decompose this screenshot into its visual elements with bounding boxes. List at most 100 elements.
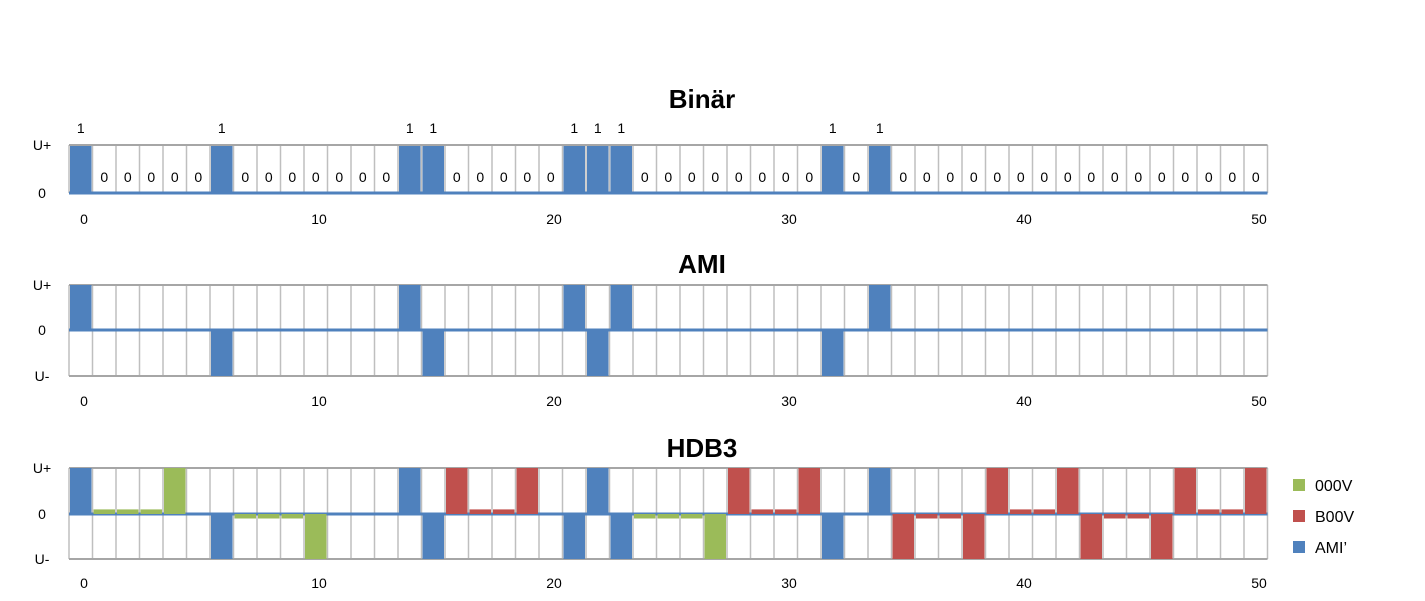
binar-x-tick: 50 bbox=[1251, 211, 1267, 227]
hdb3-pulse-bar bbox=[610, 514, 632, 559]
ami-level-label: U- bbox=[35, 368, 50, 384]
binar-bit-label: 0 bbox=[1064, 169, 1072, 185]
binar-bit-label: 0 bbox=[1252, 169, 1260, 185]
binar-bit-label: 0 bbox=[688, 169, 696, 185]
hdb3-pulse-bar bbox=[587, 468, 609, 514]
hdb3-pulse-bar bbox=[1221, 509, 1243, 514]
binar-bit-label: 0 bbox=[664, 169, 672, 185]
binar-level-label: 0 bbox=[38, 185, 46, 201]
ami-pulse-bar bbox=[869, 285, 891, 330]
hdb3-pulse-bar bbox=[117, 509, 139, 514]
binar-bit-label: 0 bbox=[641, 169, 649, 185]
binar-bit-one-bar bbox=[822, 146, 844, 193]
binar-bit-label: 0 bbox=[782, 169, 790, 185]
ami-pulse-bar bbox=[587, 330, 609, 376]
ami-pulse-bar bbox=[211, 330, 233, 376]
binar-bit-label: 1 bbox=[429, 120, 437, 136]
binar-bit-label: 0 bbox=[735, 169, 743, 185]
legend-label: B00V bbox=[1315, 509, 1354, 526]
binar-bit-label: 0 bbox=[899, 169, 907, 185]
binar-bit-label: 0 bbox=[946, 169, 954, 185]
binar-bit-label: 0 bbox=[970, 169, 978, 185]
hdb3-pulse-bar bbox=[422, 514, 444, 559]
binar-bit-label: 0 bbox=[993, 169, 1001, 185]
hdb3-pulse-bar bbox=[399, 468, 421, 514]
hdb3-pulse-bar bbox=[281, 514, 303, 519]
hdb3-x-tick: 50 bbox=[1251, 575, 1267, 591]
legend-swatch bbox=[1293, 479, 1305, 491]
hdb3-title: HDB3 bbox=[667, 433, 738, 463]
binar-title: Binär bbox=[669, 84, 735, 114]
binar-bit-label: 0 bbox=[1181, 169, 1189, 185]
binar-bit-label: 0 bbox=[1228, 169, 1236, 185]
binar-bit-label: 1 bbox=[77, 120, 85, 136]
hdb3-x-tick: 10 bbox=[311, 575, 327, 591]
binar-bit-label: 0 bbox=[500, 169, 508, 185]
binar-bit-label: 0 bbox=[312, 169, 320, 185]
ami-pulse-bar bbox=[563, 285, 585, 330]
binar-bit-label: 1 bbox=[570, 120, 578, 136]
binar-x-tick: 30 bbox=[781, 211, 797, 227]
ami-x-tick: 30 bbox=[781, 393, 797, 409]
binar-bit-label: 0 bbox=[359, 169, 367, 185]
hdb3-pulse-bar bbox=[164, 468, 186, 514]
binar-bit-label: 0 bbox=[923, 169, 931, 185]
hdb3-pulse-bar bbox=[258, 514, 280, 519]
hdb3-pulse-bar bbox=[1104, 514, 1126, 519]
hdb3-pulse-bar bbox=[869, 468, 891, 514]
hdb3-pulse-bar bbox=[211, 514, 233, 559]
binar-bit-label: 1 bbox=[829, 120, 837, 136]
binar-bit-label: 0 bbox=[1134, 169, 1142, 185]
hdb3-pulse-bar bbox=[963, 514, 985, 559]
hdb3-pulse-bar bbox=[939, 514, 961, 519]
hdb3-pulse-bar bbox=[70, 468, 92, 514]
ami-level-label: 0 bbox=[38, 322, 46, 338]
binar-bit-one-bar bbox=[610, 146, 632, 193]
binar-bit-label: 1 bbox=[406, 120, 414, 136]
hdb3-pulse-bar bbox=[1057, 468, 1079, 514]
hdb3-pulse-bar bbox=[1151, 514, 1173, 559]
hdb3-x-tick: 20 bbox=[546, 575, 562, 591]
binar-bit-label: 0 bbox=[1017, 169, 1025, 185]
hdb3-pulse-bar bbox=[704, 514, 726, 559]
hdb3-level-label: U- bbox=[35, 551, 50, 567]
hdb3-pulse-bar bbox=[681, 514, 703, 519]
ami-x-tick: 0 bbox=[80, 393, 88, 409]
binar-bit-one-bar bbox=[422, 146, 444, 193]
legend-label: AMI’ bbox=[1315, 540, 1347, 557]
binar-level-label: U+ bbox=[33, 137, 51, 153]
hdb3-pulse-bar bbox=[1198, 509, 1220, 514]
hdb3-pulse-bar bbox=[751, 509, 773, 514]
binar-bit-one-bar bbox=[211, 146, 233, 193]
legend-swatch bbox=[1293, 541, 1305, 553]
binar-bit-label: 0 bbox=[1158, 169, 1166, 185]
hdb3-pulse-bar bbox=[1080, 514, 1102, 559]
binar-bit-one-bar bbox=[70, 146, 92, 193]
binar-bit-label: 0 bbox=[1040, 169, 1048, 185]
binar-bit-label: 0 bbox=[194, 169, 202, 185]
hdb3-pulse-bar bbox=[1127, 514, 1149, 519]
binar-bit-label: 0 bbox=[1087, 169, 1095, 185]
hdb3-pulse-bar bbox=[140, 509, 162, 514]
hdb3-pulse-bar bbox=[493, 509, 515, 514]
binar-x-tick: 10 bbox=[311, 211, 327, 227]
binar-bit-label: 0 bbox=[171, 169, 179, 185]
binar-bit-label: 0 bbox=[147, 169, 155, 185]
hdb3-pulse-bar bbox=[1033, 509, 1055, 514]
ami-x-tick: 50 bbox=[1251, 393, 1267, 409]
hdb3-pulse-bar bbox=[892, 514, 914, 559]
ami-x-tick: 20 bbox=[546, 393, 562, 409]
hdb3-pulse-bar bbox=[1174, 468, 1196, 514]
binar-bit-one-bar bbox=[563, 146, 585, 193]
binar-bit-label: 0 bbox=[382, 169, 390, 185]
hdb3-x-tick: 30 bbox=[781, 575, 797, 591]
binar-bit-label: 0 bbox=[711, 169, 719, 185]
binar-bit-label: 1 bbox=[594, 120, 602, 136]
hdb3-pulse-bar bbox=[1245, 468, 1267, 514]
hdb3-pulse-bar bbox=[798, 468, 820, 514]
